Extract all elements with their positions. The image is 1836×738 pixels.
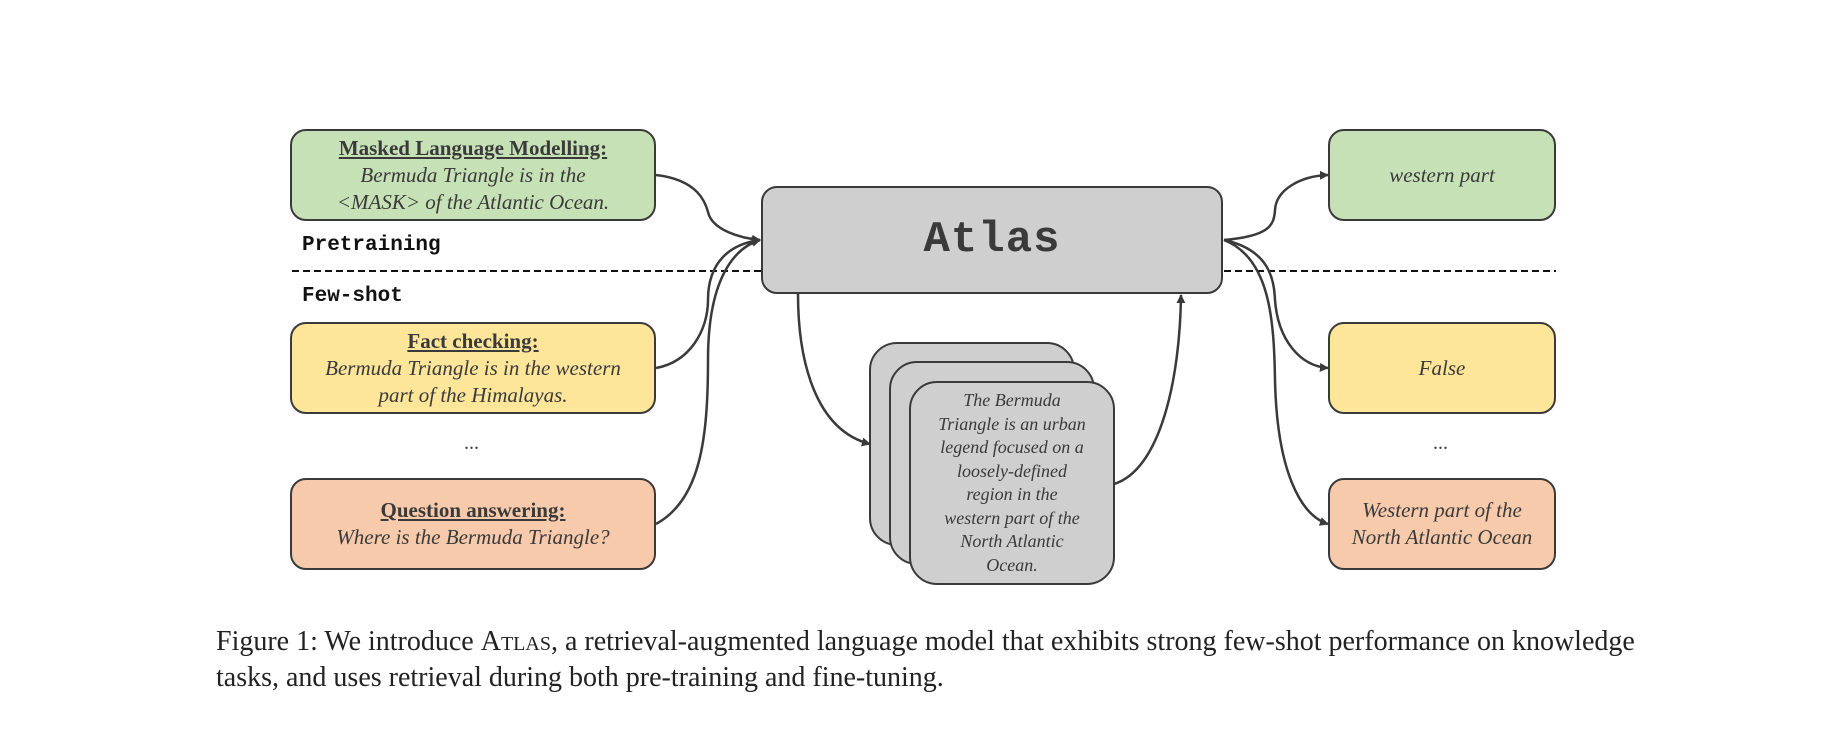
caption-rest: , a retrieval-augmented language model t…: [216, 626, 1635, 693]
doc-line: legend focused on a: [940, 437, 1084, 457]
arrow-atlas-to-out-mlm: [1223, 170, 1329, 242]
retrieved-doc-text: The Bermuda Triangle is an urban legend …: [924, 389, 1100, 577]
fact-checking-text-line1: Bermuda Triangle is in the western: [325, 355, 621, 380]
caption-model-name: Atlas: [480, 626, 551, 657]
output-ellipsis: ...: [1433, 432, 1448, 454]
qa-output-line1: Western part of the: [1362, 498, 1522, 522]
caption-prefix: Figure 1: We introduce: [216, 626, 481, 657]
arrow-docs-to-atlas: [1113, 294, 1186, 486]
qa-text-line1: Where is the Bermuda Triangle?: [336, 525, 610, 549]
input-ellipsis: ...: [464, 432, 479, 454]
arrow-qa-to-atlas: [655, 238, 761, 526]
doc-line: North Atlantic: [960, 531, 1064, 551]
fact-checking-input-box: Fact checking: Bermuda Triangle is in th…: [290, 322, 656, 414]
doc-line: Ocean.: [986, 554, 1038, 575]
doc-line: loosely-defined: [957, 460, 1067, 481]
arrow-atlas-to-out-qa: [1223, 238, 1329, 526]
arrow-atlas-to-out-fact: [1223, 238, 1329, 372]
doc-line: The Bermuda: [963, 390, 1061, 410]
fewshot-label: Few-shot: [302, 285, 403, 308]
doc-line: Triangle is an urban: [938, 413, 1086, 434]
doc-line: region in the: [966, 484, 1058, 504]
mlm-text-line1: Bermuda Triangle is in the: [360, 162, 586, 187]
atlas-model-box: Atlas: [761, 186, 1223, 294]
mlm-output-box: western part: [1328, 129, 1556, 221]
qa-output-line2: North Atlantic Ocean: [1351, 525, 1533, 549]
atlas-label: Atlas: [923, 215, 1061, 265]
fact-checking-output-text: False: [1418, 355, 1466, 380]
fact-checking-text-line2: part of the Himalayas.: [378, 382, 568, 407]
arrow-mlm-to-atlas: [655, 173, 761, 244]
qa-output-box: Western part of the North Atlantic Ocean: [1328, 478, 1556, 570]
fact-checking-title: Fact checking:: [407, 328, 539, 353]
qa-input-box: Question answering: Where is the Bermuda…: [290, 478, 656, 570]
figure-caption: Figure 1: We introduce Atlas, a retrieva…: [216, 624, 1636, 696]
mlm-text-line2: <MASK> of the Atlantic Ocean.: [336, 189, 610, 214]
fact-checking-output-box: False: [1328, 322, 1556, 414]
doc-line: western part of the: [944, 507, 1080, 528]
mlm-output-text: western part: [1389, 162, 1495, 187]
retrieved-doc-front: The Bermuda Triangle is an urban legend …: [909, 381, 1115, 585]
mlm-input-box: Masked Language Modelling: Bermuda Trian…: [290, 129, 656, 221]
arrow-fact-to-atlas: [655, 236, 761, 370]
mlm-title: Masked Language Modelling:: [338, 135, 608, 160]
pretraining-label: Pretraining: [302, 234, 441, 257]
arrow-atlas-to-docs: [796, 293, 871, 447]
qa-title: Question answering:: [380, 498, 566, 522]
